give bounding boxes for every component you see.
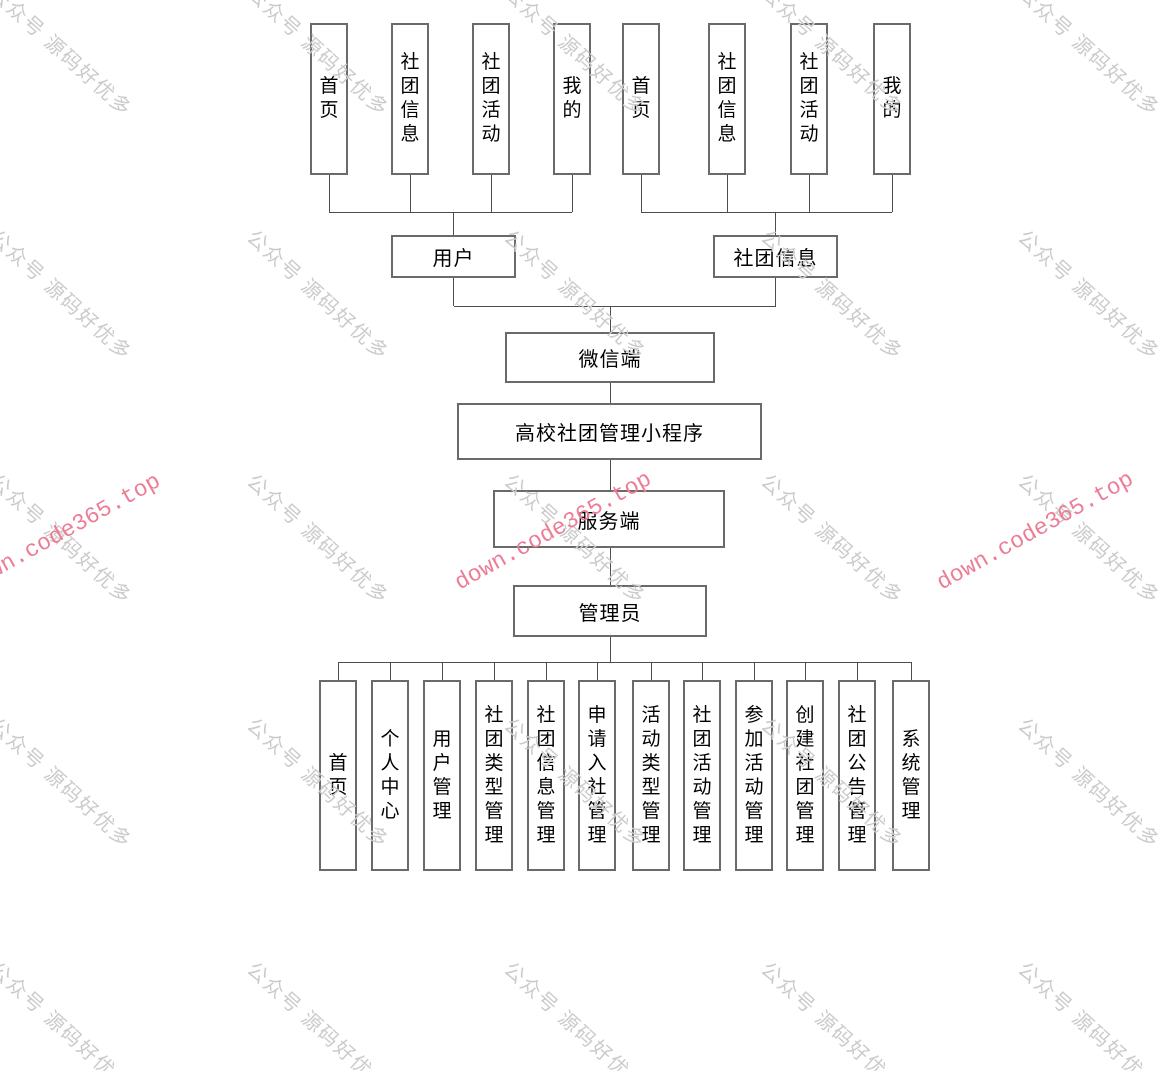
watermark-gray: 公众号 源码好优多 (499, 714, 650, 854)
watermark-gray: 公众号 源码好优多 (0, 0, 136, 122)
watermark-pink: down.code365.top (932, 466, 1139, 596)
tab-bus-line (329, 211, 572, 213)
node-app-root: 高校社团管理小程序 (457, 403, 762, 460)
module-stem-line (389, 662, 391, 680)
tab-bus-line (641, 211, 892, 213)
watermark-gray: 公众号 源码好优多 (1013, 226, 1164, 366)
wechat-stem-line (609, 306, 611, 332)
watermark-gray: 公众号 源码好优多 (0, 714, 136, 854)
module-stem-line (441, 662, 443, 680)
admin-module-node: 社团活动管理 (683, 680, 721, 871)
module-stem-line (910, 662, 912, 680)
tab-stem-line (490, 175, 492, 212)
watermark-gray: 公众号 源码好优多 (756, 958, 907, 1071)
tab-stem-line (640, 175, 642, 212)
admin-module-node: 社团信息管理 (527, 680, 565, 871)
tab-stem-line (328, 175, 330, 212)
watermark-gray: 公众号 源码好优多 (756, 714, 907, 854)
module-stem-line (804, 662, 806, 680)
wechat-tab-node: 社团信息 (391, 23, 429, 175)
watermark-gray: 公众号 源码好优多 (242, 226, 393, 366)
chain-line (609, 548, 611, 585)
wechat-tab-node: 首页 (310, 23, 348, 175)
watermark-gray: 公众号 源码好优多 (0, 226, 136, 366)
watermark-gray: 公众号 源码好优多 (1013, 0, 1164, 122)
watermark-gray: 公众号 源码好优多 (1013, 470, 1164, 610)
module-stem-line (650, 662, 652, 680)
node-wechat-client: 微信端 (505, 332, 715, 383)
node-admin: 管理员 (513, 585, 707, 637)
admin-module-node: 申请入社管理 (578, 680, 616, 871)
chain-line (609, 383, 611, 403)
watermark-gray: 公众号 源码好优多 (499, 958, 650, 1071)
parent-down-line (775, 278, 776, 306)
tab-stem-line (409, 175, 411, 212)
module-stem-line (545, 662, 547, 680)
module-stem-line (337, 662, 339, 680)
watermark-pink: down.code365.top (0, 468, 166, 598)
wechat-tab-node: 社团活动 (472, 23, 510, 175)
wechat-tab-node: 社团活动 (790, 23, 828, 175)
module-stem-line (493, 662, 495, 680)
admin-module-node: 社团公告管理 (838, 680, 876, 871)
watermark-gray: 公众号 源码好优多 (242, 470, 393, 610)
parent-stem-line (775, 212, 776, 235)
admin-module-node: 社团类型管理 (475, 680, 513, 871)
admin-module-node: 活动类型管理 (632, 680, 670, 871)
wechat-tab-node: 我的 (873, 23, 911, 175)
tab-stem-line (891, 175, 893, 212)
module-stem-line (701, 662, 703, 680)
module-stem-line (596, 662, 598, 680)
module-stem-line (753, 662, 755, 680)
watermark-gray: 公众号 源码好优多 (0, 958, 136, 1071)
admin-stem-line (609, 637, 611, 662)
parent-stem-line (453, 212, 454, 235)
admin-module-node: 系统管理 (892, 680, 930, 871)
chain-line (609, 460, 611, 490)
watermark-gray: 公众号 源码好优多 (1013, 714, 1164, 854)
admin-module-node: 首页 (319, 680, 357, 871)
wechat-tab-node: 我的 (553, 23, 591, 175)
admin-module-node: 参加活动管理 (735, 680, 773, 871)
tab-stem-line (808, 175, 810, 212)
watermark-gray: 公众号 源码好优多 (0, 470, 136, 610)
watermark-gray: 公众号 源码好优多 (756, 470, 907, 610)
watermark-gray: 公众号 源码好优多 (242, 958, 393, 1071)
admin-module-node: 个人中心 (371, 680, 409, 871)
tab-stem-line (571, 175, 573, 212)
parent-down-line (453, 278, 454, 306)
module-bus-line (338, 661, 911, 663)
node-server: 服务端 (493, 490, 725, 548)
wechat-tab-node: 社团信息 (708, 23, 746, 175)
admin-module-node: 用户管理 (423, 680, 461, 871)
admin-module-node: 创建社团管理 (786, 680, 824, 871)
node-club-info: 社团信息 (713, 235, 838, 278)
node-user: 用户 (391, 235, 516, 278)
tab-stem-line (726, 175, 728, 212)
watermark-gray: 公众号 源码好优多 (1013, 958, 1164, 1071)
wechat-tab-node: 首页 (622, 23, 660, 175)
module-stem-line (856, 662, 858, 680)
merge-bus-line (453, 305, 776, 307)
